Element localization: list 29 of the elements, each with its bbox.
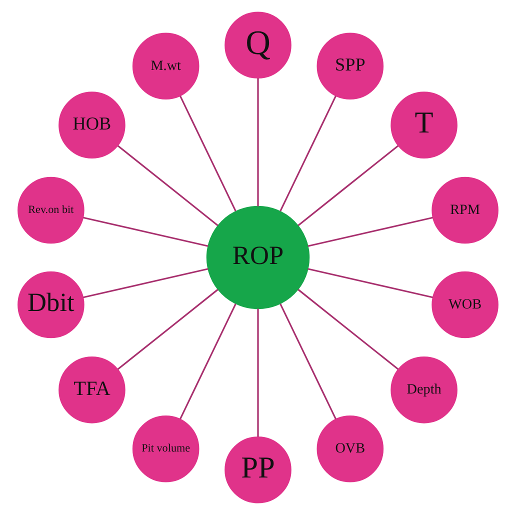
connector [256,308,258,437]
node-circle: Depth [390,356,457,424]
connector [82,216,208,247]
node-circle: OVB [316,415,384,482]
connector [297,145,398,226]
connector [82,268,208,298]
node-circle: Dbit [17,271,84,338]
connector [297,288,398,370]
connector [178,303,236,420]
node-circle: RPM [431,176,498,244]
node-circle: SPP [316,32,384,100]
node-circle: Rev.on bit [17,176,84,244]
connector [279,303,336,420]
node-circle: HOB [58,92,125,158]
node-circle: TFA [58,356,125,424]
node-circle: WOB [431,271,498,338]
connector [116,288,218,370]
node-circle: ROP [206,206,310,310]
connector [279,96,336,212]
node-circle: M.wt [132,32,199,100]
node-circle: Q [224,12,291,79]
connector [178,96,236,212]
connector [116,145,218,226]
node-circle: T [390,92,457,158]
node-circle: PP [224,436,291,504]
node-circle: Pit volume [132,415,199,482]
connector [307,216,432,247]
connector [256,78,258,206]
connector [307,268,432,298]
